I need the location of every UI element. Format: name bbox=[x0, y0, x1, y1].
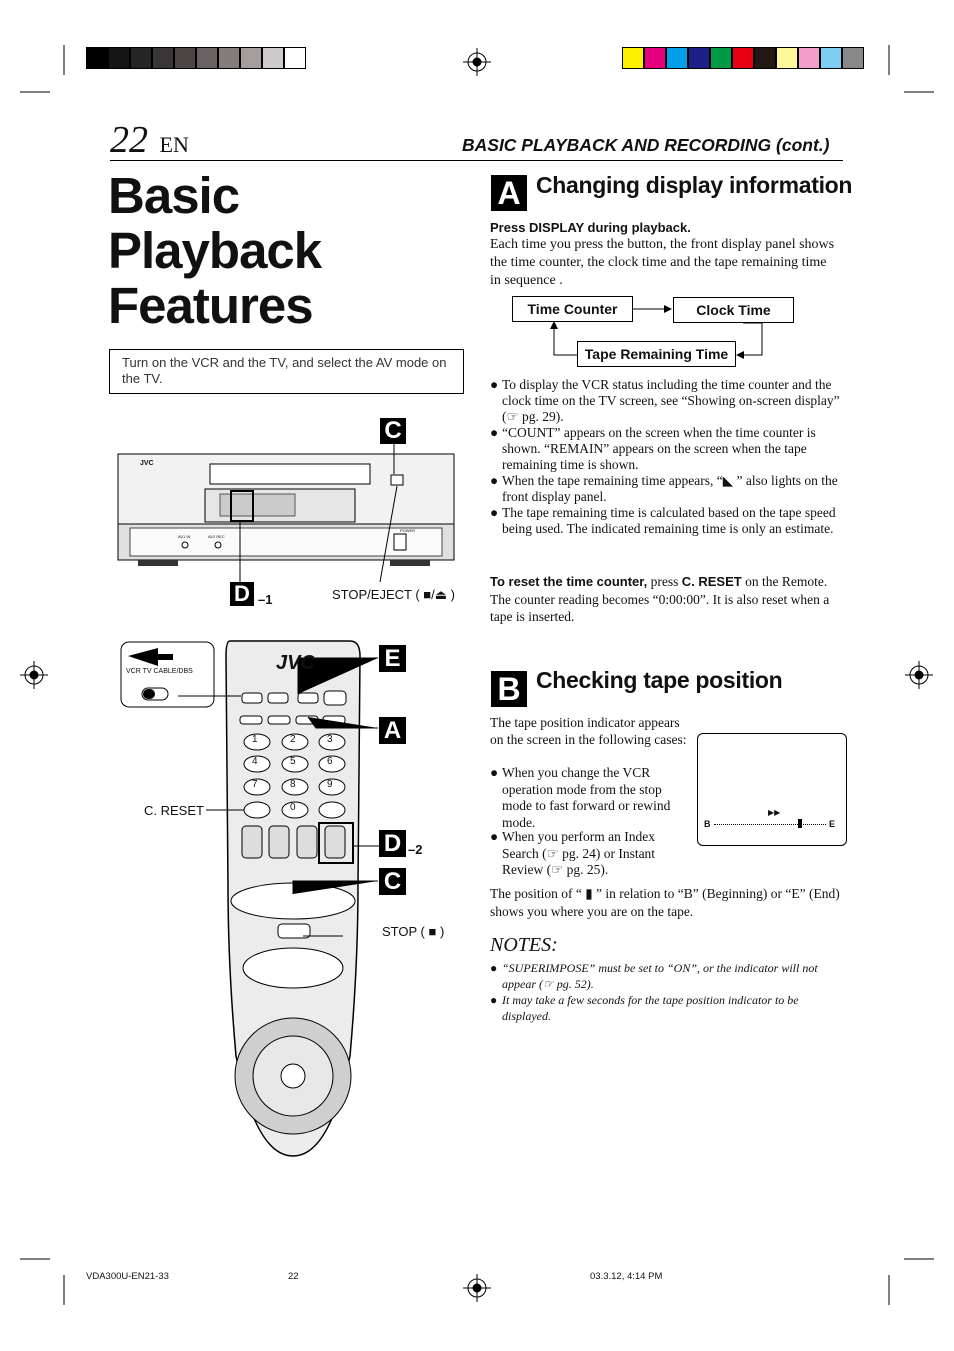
position-description: The position of “ ▮ ” in relation to “B”… bbox=[490, 886, 840, 919]
section-a-lead-text: Each time you press the button, the fron… bbox=[490, 237, 835, 288]
gray-swatch bbox=[218, 47, 240, 69]
color-swatch bbox=[644, 47, 666, 69]
callout-a-remote: A bbox=[379, 717, 406, 744]
gray-swatch bbox=[174, 47, 196, 69]
notes-heading: NOTES: bbox=[490, 934, 558, 956]
section-b-intro: The tape position indicator appears on t… bbox=[490, 715, 687, 747]
registration-mark-bottom bbox=[463, 1274, 491, 1302]
section-header: BASIC PLAYBACK AND RECORDING (cont.) bbox=[462, 135, 830, 155]
callout-d-suffix: –1 bbox=[258, 592, 273, 607]
section-b-badge: B bbox=[491, 671, 527, 707]
color-swatch bbox=[754, 47, 776, 69]
page-title: Basic Playback Features bbox=[108, 167, 322, 334]
color-swatch bbox=[732, 47, 754, 69]
page-lang: EN bbox=[159, 132, 189, 157]
color-swatch bbox=[798, 47, 820, 69]
gray-swatch bbox=[108, 47, 130, 69]
vcr-brand: JVC bbox=[140, 460, 154, 467]
color-swatch bbox=[820, 47, 842, 69]
section-a-lead-bold: Press DISPLAY during playback. bbox=[490, 220, 691, 235]
reset-paragraph: To reset the time counter, press C. RESE… bbox=[490, 574, 830, 624]
page-number: 22 EN bbox=[110, 119, 189, 161]
gray-swatch bbox=[262, 47, 284, 69]
registration-mark-left bbox=[20, 661, 48, 689]
gray-swatch bbox=[240, 47, 262, 69]
tape-position-screen: ▶▶ B E bbox=[697, 733, 847, 846]
remote-switch-label: VCR TV CABLE/DBS bbox=[126, 668, 193, 675]
color-swatch bbox=[666, 47, 688, 69]
flow-arrows bbox=[550, 305, 763, 359]
stop-label: STOP ( ■ ) bbox=[382, 924, 445, 939]
registration-mark-top bbox=[463, 48, 491, 76]
tape-track bbox=[714, 824, 826, 825]
tape-end-label: E bbox=[829, 819, 836, 829]
footer-page: 22 bbox=[288, 1271, 299, 1282]
fast-forward-icon: ▶▶ bbox=[768, 808, 781, 817]
callout-c-vcr: C bbox=[380, 418, 406, 444]
callout-d-remote: D bbox=[379, 830, 406, 857]
remote-illustration: VCR TV CABLE/DBS JVC 1 2 3 4 5 6 7 8 9 0… bbox=[118, 636, 448, 1166]
registration-mark-right bbox=[905, 661, 933, 689]
color-swatch bbox=[622, 47, 644, 69]
color-swatch bbox=[842, 47, 864, 69]
callout-d2-suffix: –2 bbox=[408, 842, 423, 857]
tape-begin-label: B bbox=[704, 819, 711, 829]
vcr-power: POWER bbox=[400, 528, 416, 533]
vcr-av-rec: AV2 REC bbox=[208, 534, 225, 539]
section-b-title: Checking tape position bbox=[536, 667, 783, 693]
remote-brand: JVC bbox=[276, 652, 315, 674]
callout-c-remote: C bbox=[379, 868, 406, 895]
flow-tape-remaining: Tape Remaining Time bbox=[577, 341, 736, 367]
color-swatch bbox=[688, 47, 710, 69]
stop-eject-label: STOP/EJECT ( ■/⏏ ) bbox=[332, 587, 455, 602]
c-reset-label: C. RESET bbox=[144, 803, 204, 818]
header-rule bbox=[110, 160, 843, 161]
section-a-title: Changing display information bbox=[536, 172, 853, 198]
gray-swatch bbox=[152, 47, 174, 69]
section-a-badge: A bbox=[491, 175, 527, 211]
color-swatch bbox=[776, 47, 798, 69]
gray-swatch bbox=[196, 47, 218, 69]
color-swatch bbox=[710, 47, 732, 69]
gray-swatch bbox=[86, 47, 108, 69]
vcr-illustration: JVC AV1 IN AV2 REC POWER C D –1 STOP/EJE… bbox=[110, 412, 466, 622]
flow-clock-time: Clock Time bbox=[673, 297, 794, 323]
tape-position-marker bbox=[798, 819, 803, 828]
callout-e: E bbox=[379, 645, 406, 672]
callout-d-vcr: D bbox=[230, 582, 254, 606]
intro-box: Turn on the VCR and the TV, and select t… bbox=[109, 349, 464, 394]
flow-time-counter: Time Counter bbox=[512, 296, 633, 322]
vcr-av-in: AV1 IN bbox=[178, 534, 191, 539]
gray-swatch bbox=[284, 47, 306, 69]
footer-date: 03.3.12, 4:14 PM bbox=[590, 1271, 663, 1282]
footer-file: VDA300U-EN21-33 bbox=[86, 1271, 169, 1282]
gray-swatch bbox=[130, 47, 152, 69]
